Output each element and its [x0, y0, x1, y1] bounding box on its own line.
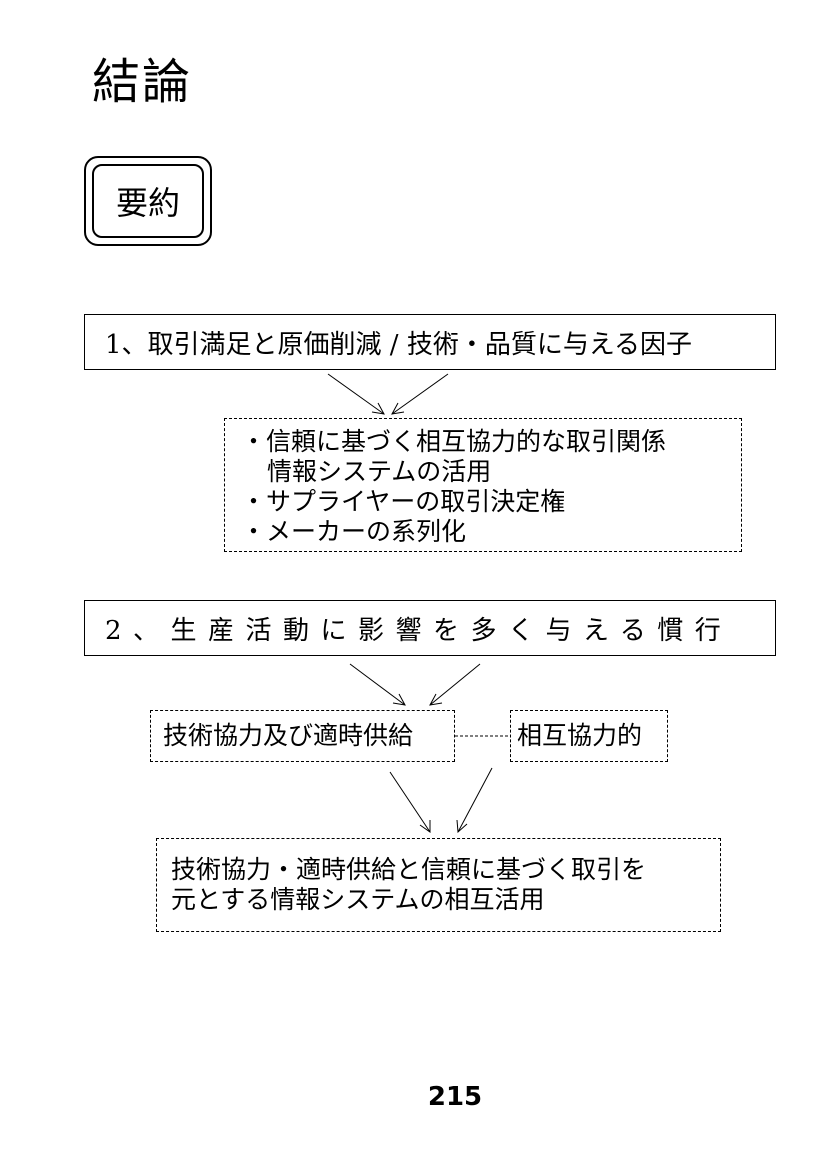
conclusion-line: 元とする情報システムの相互活用: [171, 885, 545, 914]
page-title: 結論: [92, 54, 193, 110]
factor-1-item: ・サプライヤーの取引決定権: [241, 487, 566, 516]
arrow-head: [429, 693, 443, 706]
arrow-head: [419, 820, 431, 833]
arrow-line: [327, 373, 385, 415]
arrow-head: [456, 819, 468, 834]
page-number: 215: [427, 1082, 483, 1112]
arrow-line: [389, 771, 431, 833]
arrow-line: [349, 663, 406, 706]
mutual-cooperation-box: 相互協力的: [510, 710, 668, 762]
arrow-head: [371, 402, 385, 415]
factor-1-box: 1、取引満足と原価削減 / 技術・品質に与える因子: [84, 314, 776, 370]
factor-1-items-box: ・信頼に基づく相互協力的な取引関係 情報システムの活用 ・サプライヤーの取引決定…: [224, 418, 742, 552]
factor-1-item: ・メーカーの系列化: [241, 517, 467, 546]
factor-1-item: ・信頼に基づく相互協力的な取引関係: [241, 427, 667, 456]
arrow-line: [391, 373, 449, 415]
cooperation-box: 技術協力及び適時供給: [150, 710, 455, 762]
summary-badge: 要約: [92, 164, 204, 238]
summary-badge-frame: [84, 156, 212, 246]
factor-1-item: 情報システムの活用: [267, 457, 492, 486]
factor-2-box: 2、生産活動に影響を多く与える慣行: [84, 600, 776, 656]
conclusion-line: 技術協力・適時供給と信頼に基づく取引を: [171, 855, 647, 884]
arrow-line: [429, 663, 481, 706]
arrow-head: [392, 693, 406, 706]
conclusion-box: 技術協力・適時供給と信頼に基づく取引を 元とする情報システムの相互活用: [156, 838, 721, 932]
arrow-line: [457, 767, 493, 833]
arrow-head: [391, 402, 405, 415]
